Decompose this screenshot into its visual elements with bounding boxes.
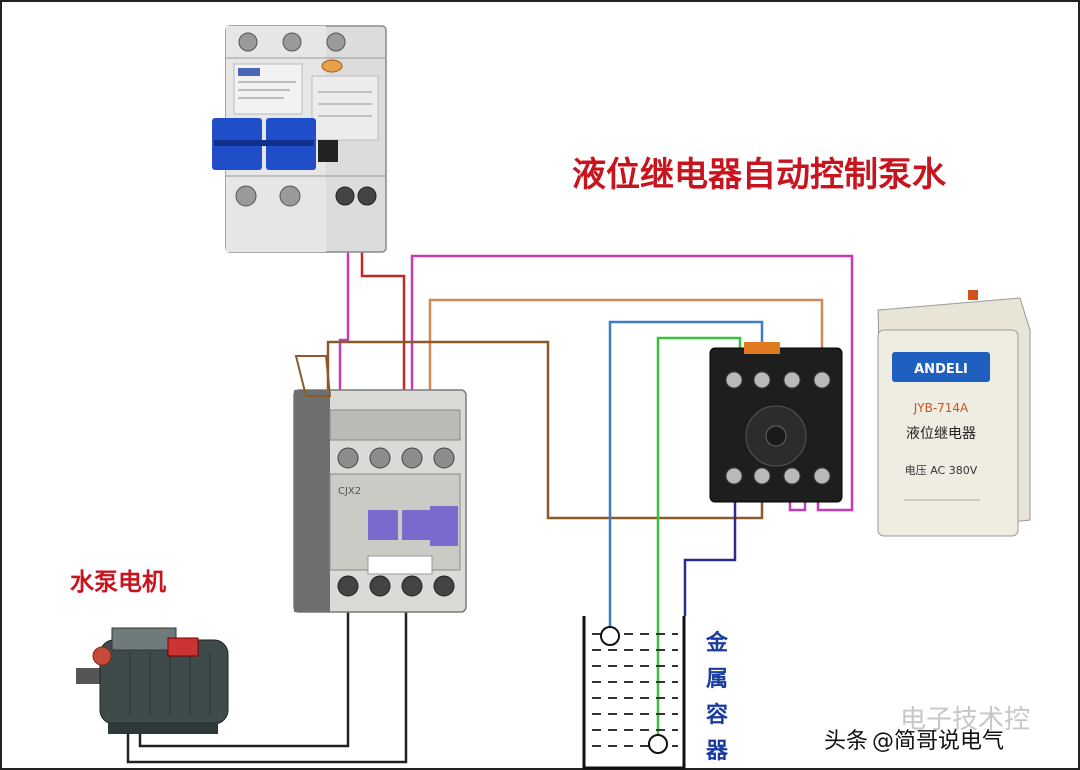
motor-shaft <box>76 668 106 684</box>
container-label: 金 属 容 器 <box>705 630 729 764</box>
wire-breaker-to-contactor-pink <box>338 225 350 432</box>
test-button <box>321 59 343 73</box>
probe-high <box>600 626 620 646</box>
circuit-breaker <box>212 25 387 253</box>
terminal-screw <box>783 467 801 485</box>
terminal-screw <box>357 186 377 206</box>
terminal-screw <box>783 371 801 389</box>
terminal-screw <box>369 447 391 469</box>
terminal-screw <box>279 185 301 207</box>
terminal-screw <box>813 371 831 389</box>
watermark-prefix: 头条 <box>824 729 868 754</box>
motor-terminal-box <box>167 637 199 657</box>
container-label-char: 器 <box>705 738 729 764</box>
container-label-char: 属 <box>706 666 728 692</box>
relay-brand: ANDELI <box>914 362 968 377</box>
terminal-screw <box>753 371 771 389</box>
terminal-screw <box>337 575 359 597</box>
terminal-screw <box>238 32 258 52</box>
terminal-screw <box>369 575 391 597</box>
contactor-button <box>368 510 398 540</box>
container-label-char: 金 <box>705 630 729 656</box>
wire-contactor-to-relay-pink <box>410 254 854 512</box>
watermark: 电子技术控 头条 @简哥说电气 <box>824 705 1030 754</box>
level-relay: ANDELI JYB-714A 液位继电器 电压 AC 380V <box>877 290 1031 537</box>
container-label-char: 容 <box>706 702 728 728</box>
relay-voltage: 电压 AC 380V <box>905 464 978 477</box>
terminal-screw <box>337 447 359 469</box>
socket-clip <box>744 342 780 354</box>
terminal-screw <box>725 371 743 389</box>
relay-socket <box>709 342 843 503</box>
probe-low <box>648 734 668 754</box>
terminal-screw <box>235 185 257 207</box>
watermark-handle: @简哥说电气 <box>872 729 1004 754</box>
terminal-screw <box>326 32 346 52</box>
pump-motor <box>76 627 229 734</box>
wire-contactor-to-relay-brown <box>326 340 764 520</box>
terminal-screw <box>433 575 455 597</box>
contactor-model: CJX2 <box>338 486 361 497</box>
terminal-screw <box>282 32 302 52</box>
contactor-button <box>430 506 458 546</box>
wire-contactor-to-relay-orange <box>428 298 824 432</box>
watermark-overlay: 电子技术控 <box>900 705 1030 735</box>
motor-label: 水泵电机 <box>70 567 166 596</box>
metal-container <box>582 616 686 770</box>
relay-brand-panel <box>892 352 990 382</box>
terminal-screw <box>813 467 831 485</box>
terminal-screw <box>725 467 743 485</box>
terminal-screw <box>401 575 423 597</box>
diagram-title: 液位继电器自动控制泵水 <box>572 155 947 195</box>
terminal-screw <box>335 186 355 206</box>
motor-badge <box>92 646 112 666</box>
ac-contactor: CJX2 <box>293 355 467 613</box>
relay-model: JYB-714A <box>913 401 969 415</box>
contactor-button <box>402 510 432 540</box>
terminal-screw <box>401 447 423 469</box>
terminal-screw <box>433 447 455 469</box>
terminal-screw <box>753 467 771 485</box>
wire-relay-to-container-navy <box>683 482 737 616</box>
relay-name: 液位继电器 <box>906 426 976 442</box>
